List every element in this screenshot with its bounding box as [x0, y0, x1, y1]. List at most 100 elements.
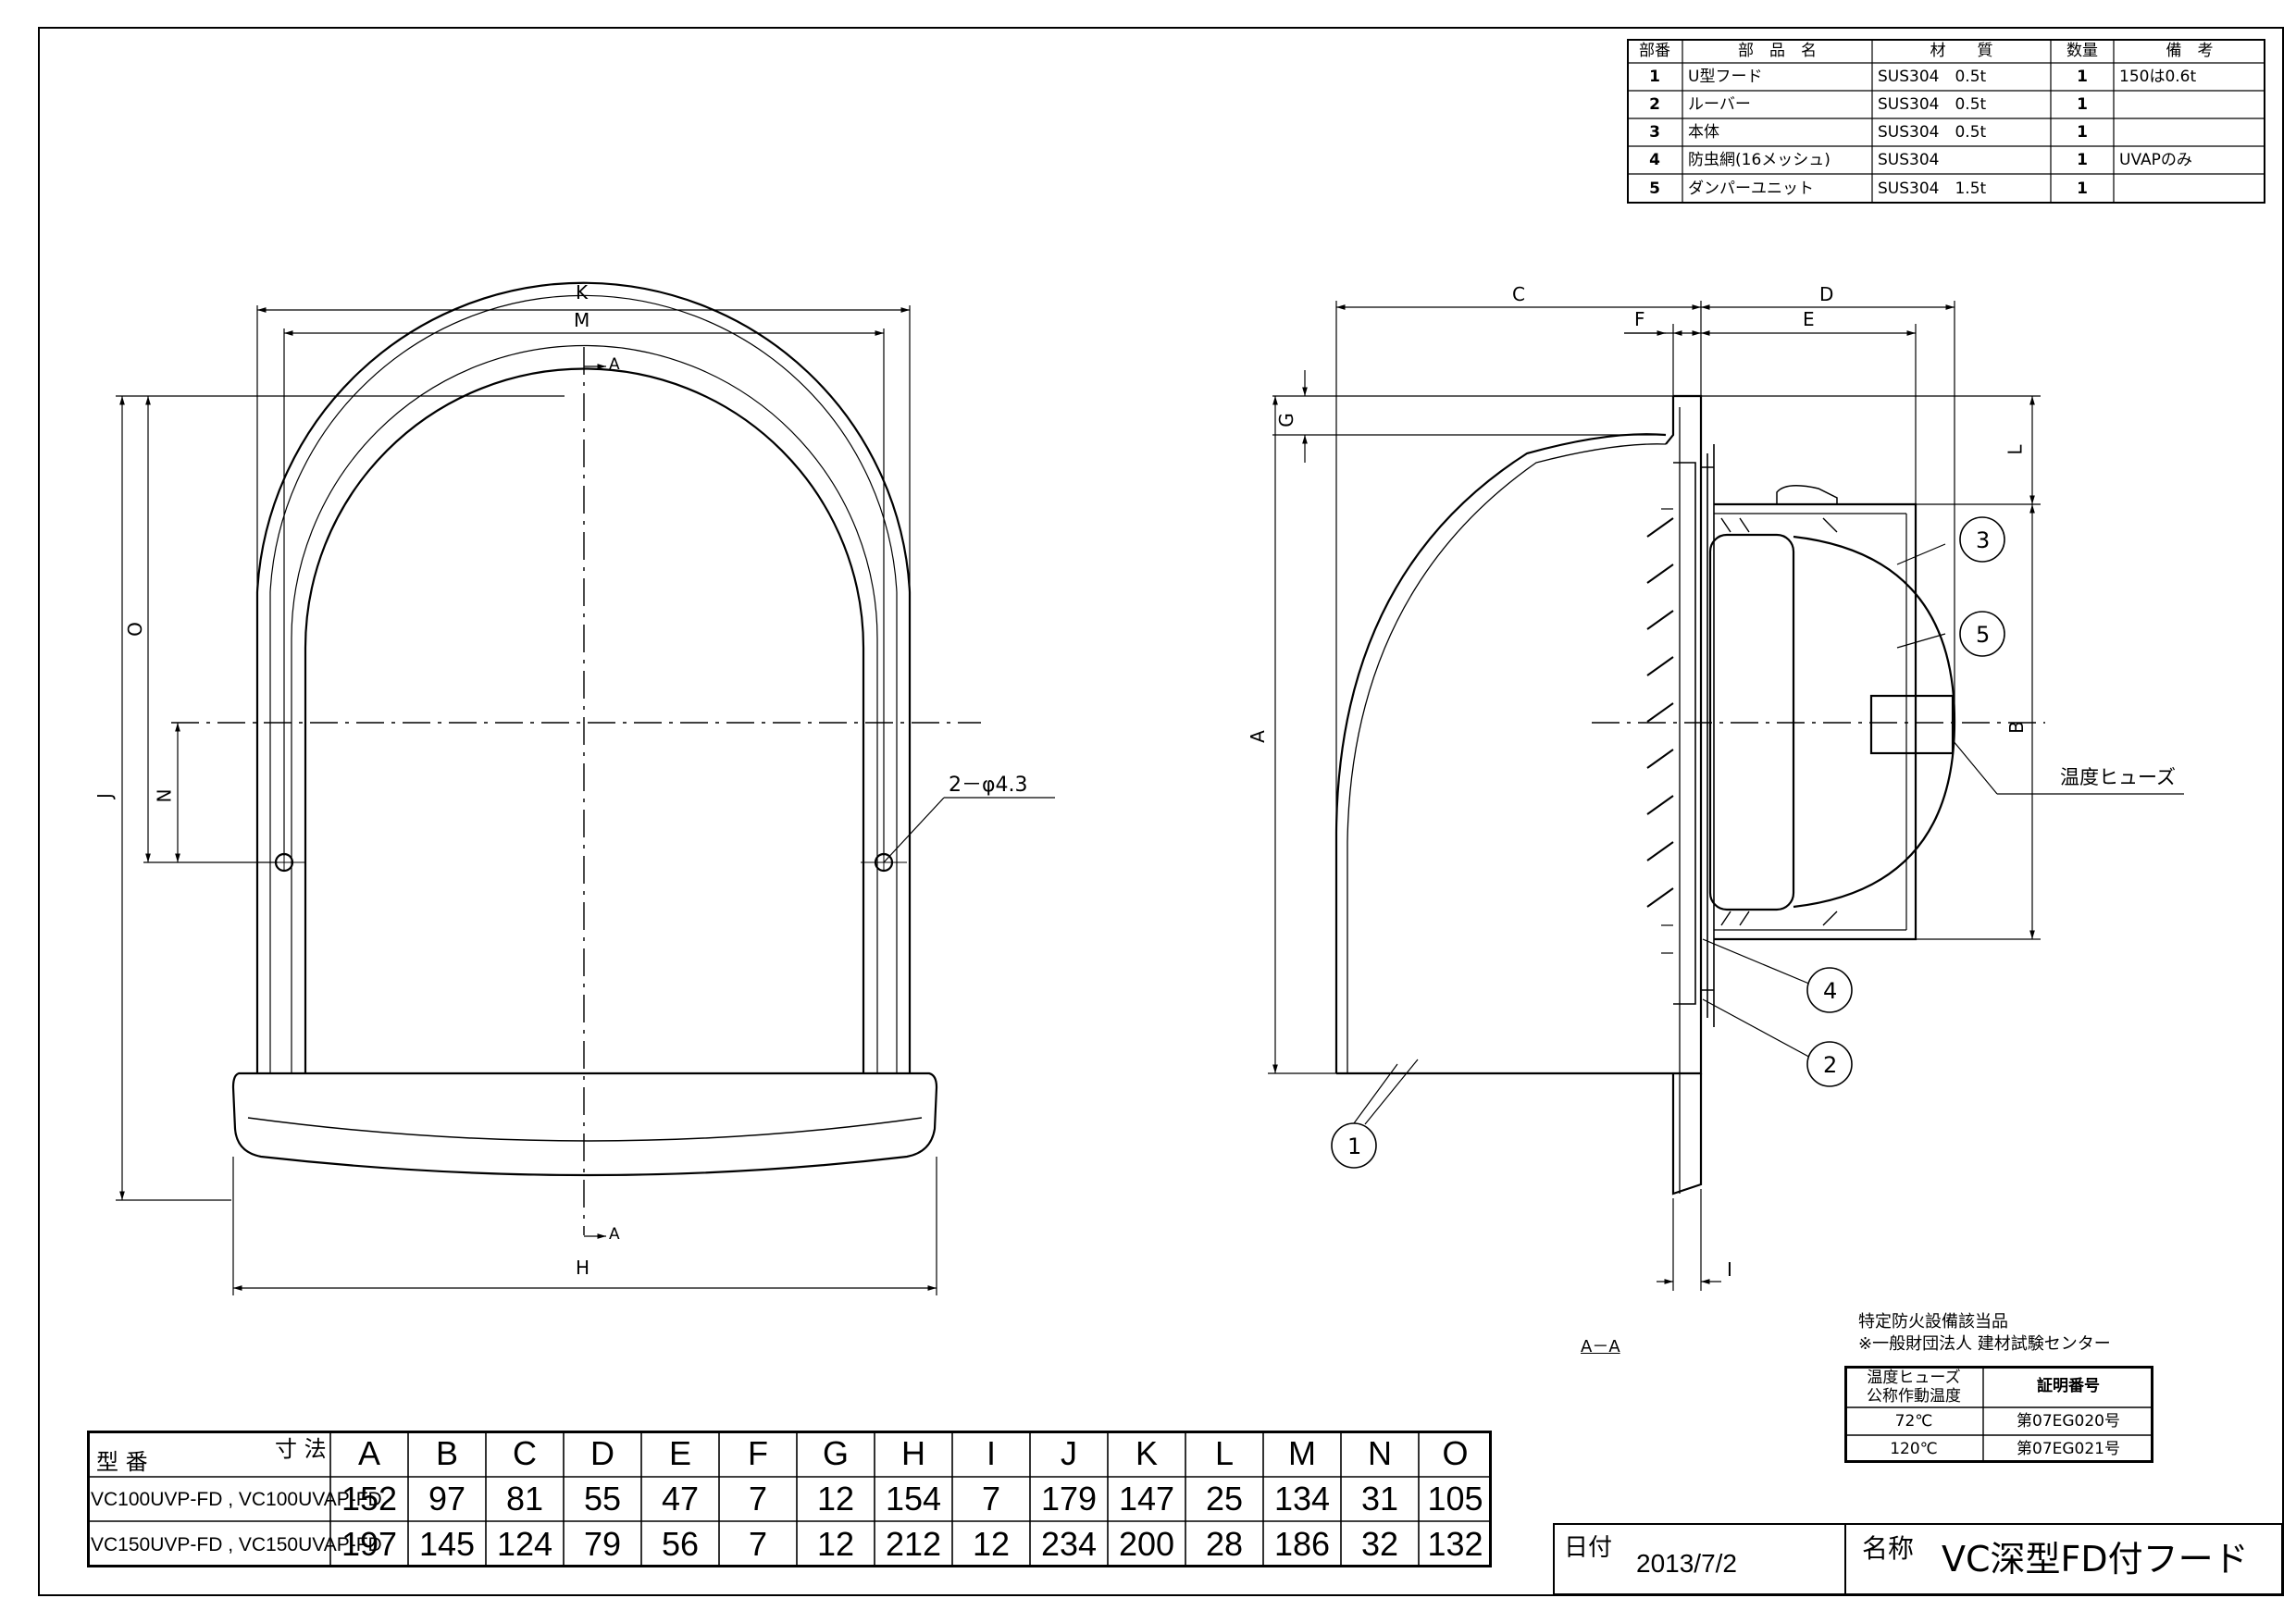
- main-body-3: [1714, 502, 1917, 941]
- balloon-3-label: 3: [1976, 527, 1991, 553]
- balloon-4-label: 4: [1823, 978, 1838, 1004]
- hood-profile-outer: [1334, 433, 1667, 1073]
- parts-row-4-no: 4: [1649, 150, 1660, 169]
- dim-row-1-D: 55: [583, 1480, 622, 1518]
- hood-outer-arch: [255, 281, 912, 1073]
- dim-row-2-O: 132: [1427, 1525, 1483, 1563]
- parts-row-1-qty: 1: [2077, 67, 2088, 86]
- dim-row-1-A: 152: [341, 1480, 398, 1518]
- parts-row-5-note: [2114, 174, 2265, 204]
- dim-row-1-F: 7: [748, 1480, 768, 1518]
- damper-dome: [1793, 535, 1956, 909]
- parts-row-4-note: UVAPのみ: [2119, 150, 2192, 169]
- dim-label-L: L: [2004, 444, 2027, 455]
- dim-row-2-M: 186: [1273, 1525, 1331, 1563]
- name-value: VC深型FD付フード: [1942, 1539, 2249, 1580]
- parts-row-1-no: 1: [1649, 67, 1660, 86]
- dim-row-2-L: 28: [1205, 1525, 1244, 1563]
- dim-row-2-I: 12: [972, 1525, 1011, 1563]
- dim-row-2-F: 7: [748, 1525, 768, 1563]
- parts-row-2-name: ルーバー: [1688, 94, 1751, 114]
- dim-row-1-H: 154: [885, 1480, 942, 1518]
- balloons: [1331, 516, 2005, 1169]
- balloon-2: [1806, 1041, 1853, 1087]
- balloon-1-label: 1: [1347, 1134, 1362, 1159]
- dim-label-F: F: [1634, 308, 1645, 330]
- temperature-fuse: [1869, 694, 1955, 755]
- cert-row-1-temp: 72℃: [1894, 1411, 1933, 1431]
- cert-row-2-number: 第07EG021号: [2017, 1439, 2120, 1458]
- dim-label-J: J: [93, 793, 116, 799]
- dimension-table: 寸 法 型 番 A B C D E F G H I J K L M N O VC…: [87, 1431, 1492, 1567]
- dim-table-corner-bottom: 型 番: [96, 1449, 148, 1475]
- parts-header-no: 部番: [1639, 41, 1670, 60]
- side-view: [1334, 394, 1956, 1196]
- parts-row-3-material: SUS304 0.5t: [1878, 122, 1987, 142]
- parts-row-3-qty: 1: [2077, 122, 2088, 142]
- section-label: A－A: [1581, 1337, 1620, 1357]
- parts-row-1-material: SUS304 0.5t: [1878, 67, 1987, 86]
- cert-line-2: ※一般財団法人 建材試験センター: [1858, 1334, 2111, 1354]
- name-label: 名称: [1862, 1533, 1915, 1564]
- parts-row-1-name: U型フード: [1688, 67, 1763, 86]
- title-block: 日付 2013/7/2 名称 VC深型FD付フード: [1553, 1523, 2283, 1595]
- front-view: [231, 281, 938, 1177]
- dim-row-1-M: 134: [1273, 1480, 1331, 1518]
- parts-row-3-note: [2114, 118, 2265, 146]
- fuse-label: 温度ヒューズ: [2060, 766, 2176, 788]
- side-dimensions: [1268, 301, 2184, 1291]
- dim-row-2-H: 212: [885, 1525, 942, 1563]
- parts-row-3-no: 3: [1649, 122, 1660, 142]
- dim-row-2-E: 56: [661, 1525, 700, 1563]
- dim-col-J: J: [1061, 1434, 1077, 1472]
- dim-col-L: L: [1214, 1434, 1235, 1472]
- dim-label-N: N: [153, 788, 176, 803]
- dim-col-E: E: [668, 1434, 691, 1472]
- dim-col-N: N: [1368, 1434, 1392, 1472]
- dim-label-O: O: [123, 622, 146, 637]
- parts-header-note: 備 考: [2166, 41, 2214, 60]
- parts-row-2-qty: 1: [2077, 94, 2088, 114]
- parts-row-4-name: 防虫網(16メッシュ): [1688, 150, 1831, 169]
- dim-label-B: B: [2004, 721, 2028, 734]
- dim-label-A: A: [1246, 730, 1269, 743]
- front-center-lines: [171, 347, 981, 1235]
- dim-label-I: I: [1727, 1258, 1732, 1281]
- parts-row-3-name: 本体: [1688, 122, 1719, 142]
- dim-row-1-G: 12: [816, 1480, 855, 1518]
- dim-col-C: C: [513, 1434, 537, 1472]
- louver-slats: [1646, 517, 1674, 908]
- wall-flange: [1673, 394, 1703, 1075]
- dim-row-1-B: 97: [428, 1480, 466, 1518]
- dim-row-1-model: VC100UVP-FD , VC100UVAP-FD: [91, 1488, 382, 1510]
- dim-label-H: H: [576, 1257, 590, 1279]
- dim-row-1-I: 7: [981, 1480, 1001, 1518]
- balloon-3: [1959, 516, 2005, 563]
- dim-col-G: G: [822, 1434, 849, 1472]
- dim-col-A: A: [357, 1434, 380, 1472]
- parts-row-5-material: SUS304 1.5t: [1878, 179, 1987, 198]
- dim-row-1-C: 81: [505, 1480, 544, 1518]
- dim-row-1-E: 47: [661, 1480, 700, 1518]
- dim-label-G: G: [1274, 413, 1297, 427]
- dim-label-C: C: [1512, 283, 1525, 305]
- cert-line-1: 特定防火設備該当品: [1858, 1312, 2008, 1332]
- cert-row-1-number: 第07EG020号: [2017, 1411, 2120, 1431]
- dim-col-F: F: [748, 1434, 768, 1472]
- parts-header-qty: 数量: [2066, 41, 2098, 60]
- dim-col-H: H: [901, 1434, 925, 1472]
- parts-row-4-material: SUS304: [1878, 150, 1940, 169]
- dim-label-M: M: [574, 309, 590, 331]
- dim-col-M: M: [1288, 1434, 1316, 1472]
- dim-row-2-J: 234: [1040, 1525, 1098, 1563]
- dim-row-2-N: 32: [1360, 1525, 1399, 1563]
- dim-row-1-N: 31: [1360, 1480, 1399, 1518]
- dim-row-2-B: 145: [418, 1525, 476, 1563]
- dim-table-corner-top: 寸 法: [275, 1436, 327, 1462]
- date-label: 日付: [1564, 1534, 1613, 1562]
- parts-row-2-material: SUS304 0.5t: [1878, 94, 1987, 114]
- dim-col-B: B: [435, 1434, 458, 1472]
- parts-row-5-qty: 1: [2077, 179, 2088, 198]
- dim-row-2-K: 200: [1118, 1525, 1175, 1563]
- dim-label-D: D: [1819, 283, 1834, 305]
